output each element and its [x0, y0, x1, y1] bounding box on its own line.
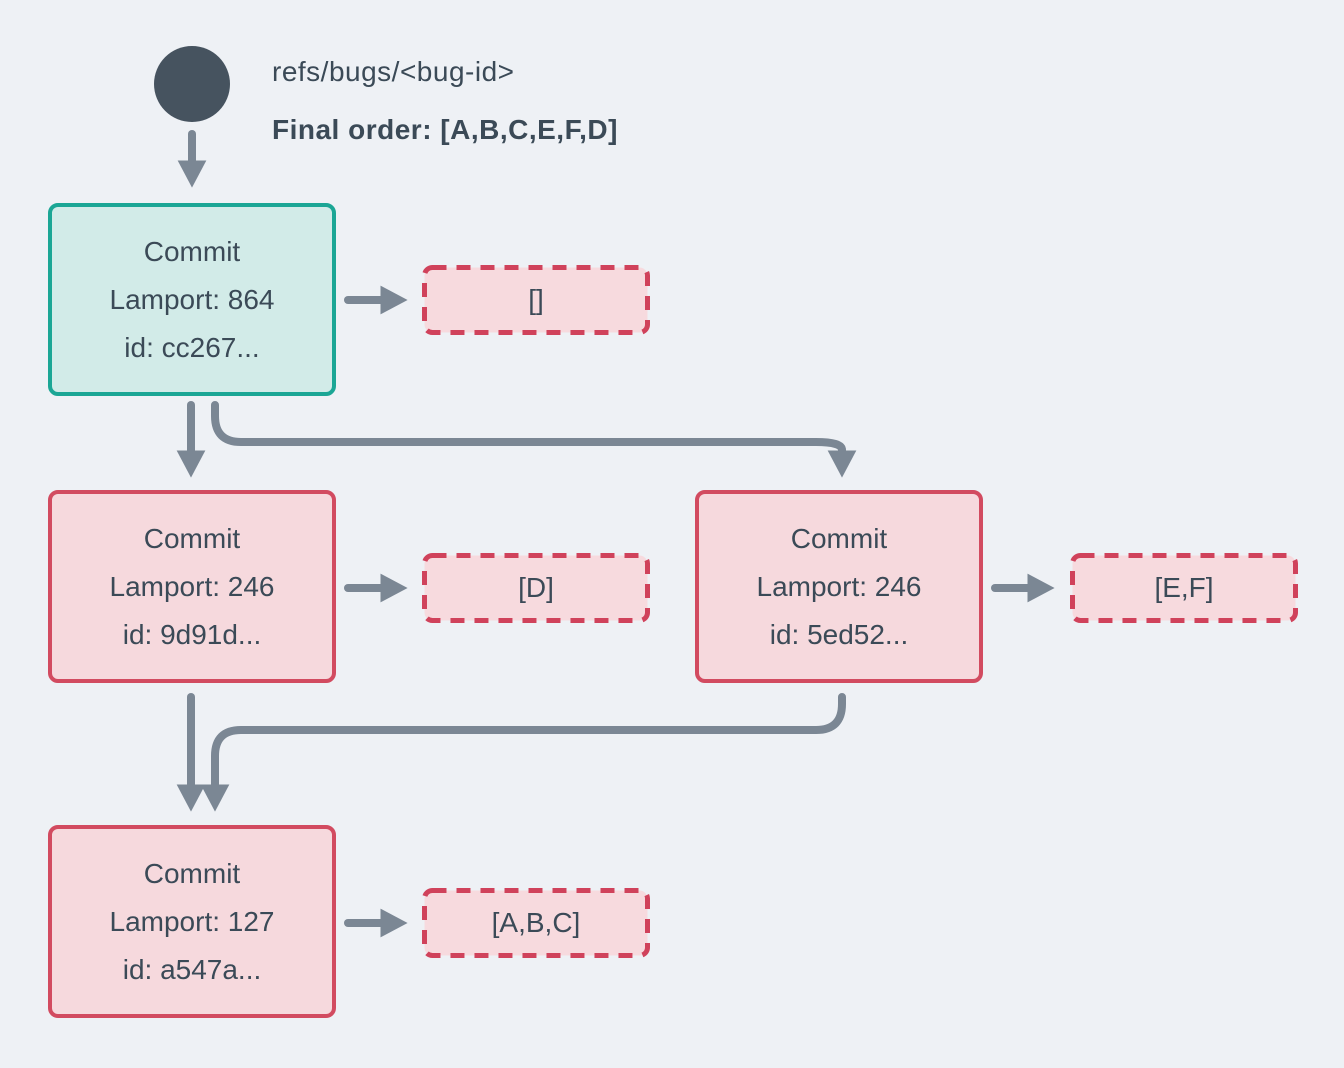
ops-box-right: [E,F] — [1070, 553, 1298, 623]
dashed-border — [422, 888, 650, 958]
commit-id: id: cc267... — [124, 331, 260, 363]
ops-box-bottom: [A,B,C] — [422, 888, 650, 958]
commit-title: Commit — [790, 522, 888, 554]
ref-name-label: refs/bugs/<bug-id> — [272, 56, 515, 87]
dashed-border — [422, 265, 650, 335]
commit-title: Commit — [143, 522, 241, 554]
commit-id: id: 9d91d... — [122, 618, 262, 650]
edge-head-to-right-commit — [211, 401, 857, 478]
commit-id: id: 5ed52... — [769, 618, 909, 650]
commit-lamport: Lamport: 864 — [109, 283, 275, 315]
commit-node-left: Commit Lamport: 246 id: 9d91d... — [48, 490, 336, 683]
ops-label: [D] — [518, 572, 554, 603]
commit-lamport: Lamport: 246 — [109, 570, 275, 602]
commit-lamport: Lamport: 127 — [109, 905, 275, 937]
commit-lamport: Lamport: 246 — [756, 570, 922, 602]
commit-title: Commit — [143, 235, 241, 267]
ops-label: [A,B,C] — [491, 907, 581, 938]
commit-node-head: Commit Lamport: 864 id: cc267... — [48, 203, 336, 396]
commit-node-bottom: Commit Lamport: 127 id: a547a... — [48, 825, 336, 1018]
final-order-label: Final order: [A,B,C,E,F,D] — [272, 114, 618, 145]
commit-title: Commit — [143, 857, 241, 889]
ref-head-circle — [154, 46, 230, 122]
commit-node-right: Commit Lamport: 246 id: 5ed52... — [695, 490, 983, 683]
dashed-border — [1070, 553, 1298, 623]
ops-label: [] — [528, 284, 544, 315]
commit-id: id: a547a... — [122, 953, 262, 985]
ops-box-left: [D] — [422, 553, 650, 623]
edge-right-commit-to-bottom — [200, 693, 846, 812]
dashed-border — [422, 553, 650, 623]
ops-label: [E,F] — [1154, 572, 1214, 603]
ops-box-head: [] — [422, 265, 650, 335]
